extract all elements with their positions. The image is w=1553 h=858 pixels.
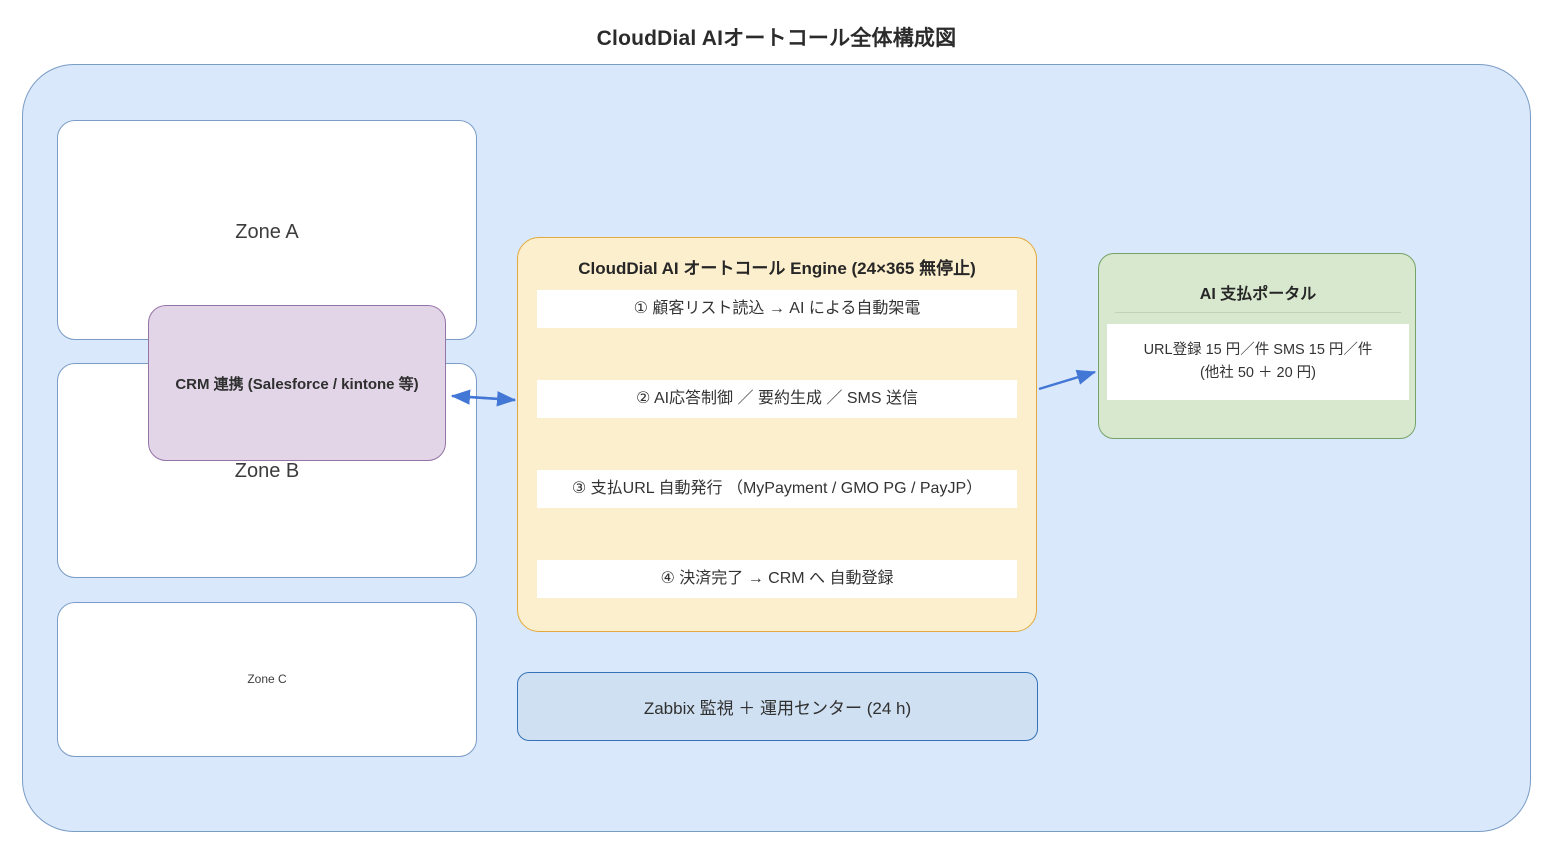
zone-b-label: Zone B [234, 460, 300, 482]
monitoring-box[interactable]: Zabbix 監視 ＋ 運用センター (24 h) [517, 672, 1038, 741]
autocall-engine-title: CloudDial AI オートコール Engine (24×365 無停止) [578, 259, 976, 278]
zone-c-label: Zone C [247, 672, 287, 686]
autocall-engine-steps: ① 顧客リスト読込 → AI による自動架電 ② AI応答制御 ／ 要約生成 ／… [537, 290, 1017, 598]
payment-portal-title: AI 支払ポータル [1115, 280, 1401, 313]
payment-portal-box[interactable]: AI 支払ポータル URL登録 15 円／件 SMS 15 円／件 (他社 50… [1098, 253, 1416, 439]
engine-step-1[interactable]: ① 顧客リスト読込 → AI による自動架電 [537, 290, 1017, 328]
crm-integration-box[interactable]: CRM 連携 (Salesforce / kintone 等) [148, 305, 446, 461]
zone-c-box[interactable]: Zone C [57, 602, 477, 757]
zone-a-box[interactable]: Zone A [57, 120, 477, 340]
zone-a-label: Zone A [235, 221, 299, 243]
page-title: CloudDial AIオートコール全体構成図 [596, 27, 957, 50]
pricing-line-1: URL登録 15 円／件 SMS 15 円／件 [1143, 342, 1373, 358]
crm-integration-label: CRM 連携 (Salesforce / kintone 等) [175, 375, 419, 393]
engine-step-4[interactable]: ④ 決済完了 → CRM へ 自動登録 [537, 560, 1017, 598]
payment-portal-pricing: URL登録 15 円／件 SMS 15 円／件 (他社 50 ＋ 20 円) [1107, 324, 1409, 400]
autocall-engine-box[interactable]: CloudDial AI オートコール Engine (24×365 無停止) … [517, 237, 1037, 632]
engine-step-2[interactable]: ② AI応答制御 ／ 要約生成 ／ SMS 送信 [537, 380, 1017, 418]
engine-step-3[interactable]: ③ 支払URL 自動発行 （MyPayment / GMO PG / PayJP… [537, 470, 1017, 508]
pricing-line-2: (他社 50 ＋ 20 円) [1199, 365, 1316, 381]
monitoring-label: Zabbix 監視 ＋ 運用センター (24 h) [643, 699, 912, 718]
